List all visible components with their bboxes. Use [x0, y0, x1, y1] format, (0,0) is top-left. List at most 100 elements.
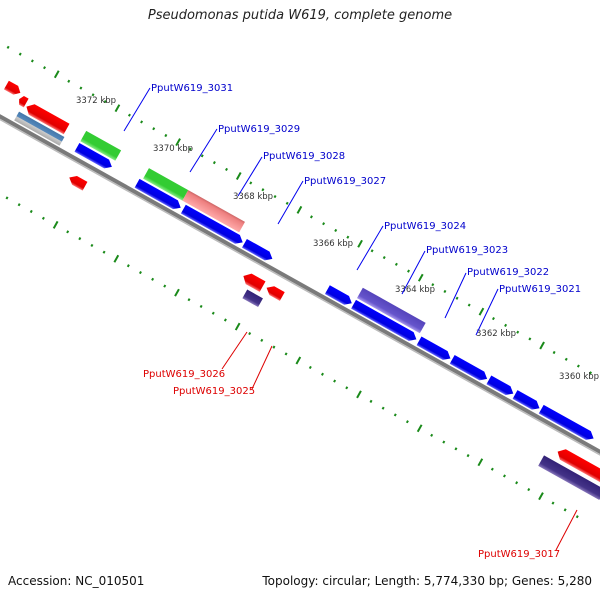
tick-mark — [356, 390, 362, 399]
cds-forward[interactable] — [512, 390, 542, 412]
tick-mark — [235, 172, 242, 180]
cds-forward[interactable] — [134, 178, 184, 212]
tick-mark — [200, 154, 204, 158]
tick-mark — [164, 133, 168, 138]
gene-label[interactable]: PputW619_3028 — [263, 151, 345, 162]
cds-green[interactable] — [143, 168, 189, 201]
tick-mark — [79, 86, 83, 90]
tick-mark — [345, 386, 349, 390]
scale-label: 3370 kbp — [153, 144, 193, 154]
tick-mark — [394, 262, 398, 266]
tick-mark — [53, 70, 60, 79]
tick-mark — [478, 307, 485, 316]
leader-line — [123, 87, 151, 132]
tick-mark — [490, 467, 494, 471]
leader-line — [221, 331, 248, 370]
gene-label[interactable]: PputW619_3017 — [478, 549, 560, 560]
tick-mark — [477, 458, 484, 467]
rna-feature[interactable] — [14, 111, 65, 146]
tick-mark — [188, 147, 192, 151]
tick-mark — [416, 424, 423, 433]
tick-mark — [393, 413, 397, 417]
tick-mark — [357, 239, 363, 248]
tick-mark — [199, 304, 203, 309]
cds-forward[interactable] — [416, 336, 453, 363]
tick-mark — [466, 454, 470, 458]
tick-mark — [443, 289, 447, 294]
tick-mark — [152, 127, 156, 131]
tick-mark — [575, 515, 579, 519]
cds-forward[interactable] — [538, 404, 596, 443]
tick-mark — [442, 440, 446, 444]
leader-line — [277, 180, 304, 225]
tick-mark — [30, 59, 34, 63]
tick-mark — [29, 209, 33, 214]
tick-mark — [455, 296, 459, 300]
cds-forward[interactable] — [351, 299, 419, 344]
cds-reverse[interactable] — [264, 283, 285, 301]
tick-mark — [140, 120, 144, 124]
cds-reverse[interactable] — [240, 271, 266, 292]
gene-label[interactable]: PputW619_3025 — [173, 386, 255, 397]
tick-mark — [212, 161, 216, 165]
tick-mark — [261, 188, 265, 192]
accession-text: Accession: NC_010501 — [8, 574, 145, 588]
tick-mark — [18, 52, 22, 56]
map-title: Pseudomonas putida W619, complete genome — [147, 8, 453, 23]
gene-label[interactable]: PputW619_3024 — [384, 221, 466, 232]
gene-label[interactable]: PputW619_3026 — [143, 369, 225, 380]
tick-mark — [175, 138, 181, 147]
cds-reverse[interactable] — [17, 95, 29, 108]
tick-mark — [272, 345, 276, 349]
cds-forward[interactable] — [324, 285, 354, 307]
cds-green[interactable] — [80, 130, 122, 161]
tick-mark — [454, 447, 458, 451]
tick-mark — [78, 237, 82, 241]
cds-reverse[interactable] — [67, 173, 88, 191]
tick-mark — [515, 481, 519, 485]
leader-line — [356, 225, 384, 271]
gene-labels: PputW619_3031 PputW619_3029 PputW619_302… — [143, 83, 581, 560]
cds-reverse[interactable] — [3, 80, 23, 98]
tick-mark — [564, 357, 568, 361]
tick-mark — [322, 222, 326, 226]
tick-mark — [333, 379, 337, 383]
cds-forward[interactable] — [74, 143, 115, 171]
outer-tick-ring — [6, 45, 600, 384]
gene-label[interactable]: PputW619_3027 — [304, 176, 386, 187]
tick-mark — [273, 194, 277, 199]
cds-reverse[interactable] — [24, 101, 70, 135]
leader-line — [189, 128, 218, 173]
scale-label: 3364 kbp — [395, 285, 435, 295]
gene-label[interactable]: PputW619_3023 — [426, 245, 508, 256]
tick-mark — [284, 352, 288, 356]
tick-mark — [308, 365, 312, 370]
tick-mark — [430, 433, 434, 437]
tick-mark — [528, 337, 532, 341]
cds-forward[interactable] — [180, 204, 245, 247]
tick-mark — [103, 100, 107, 104]
tick-mark — [223, 318, 227, 322]
tick-mark — [248, 331, 252, 336]
cds-forward[interactable] — [242, 238, 275, 263]
gene-label[interactable]: PputW619_3021 — [499, 284, 581, 295]
cds-forward[interactable] — [486, 375, 515, 398]
tick-mark — [467, 303, 471, 307]
gene-label[interactable]: PputW619_3031 — [151, 83, 233, 94]
cds-forward[interactable] — [449, 355, 490, 383]
cds-dark[interactable] — [242, 289, 263, 308]
cds-dark[interactable] — [538, 455, 600, 501]
gene-label[interactable]: PputW619_3029 — [218, 124, 300, 135]
cds-pink[interactable] — [182, 190, 245, 233]
gene-label[interactable]: PputW619_3022 — [467, 267, 549, 278]
tick-mark — [407, 269, 410, 273]
tick-mark — [66, 230, 70, 234]
cds-purple[interactable] — [356, 287, 426, 334]
cds-reverse[interactable] — [555, 446, 600, 487]
tick-mark — [563, 508, 567, 512]
tick-mark — [102, 250, 106, 254]
tick-mark — [225, 167, 228, 171]
tick-mark — [296, 205, 303, 214]
tick-mark — [334, 228, 338, 233]
tick-mark — [370, 249, 374, 253]
